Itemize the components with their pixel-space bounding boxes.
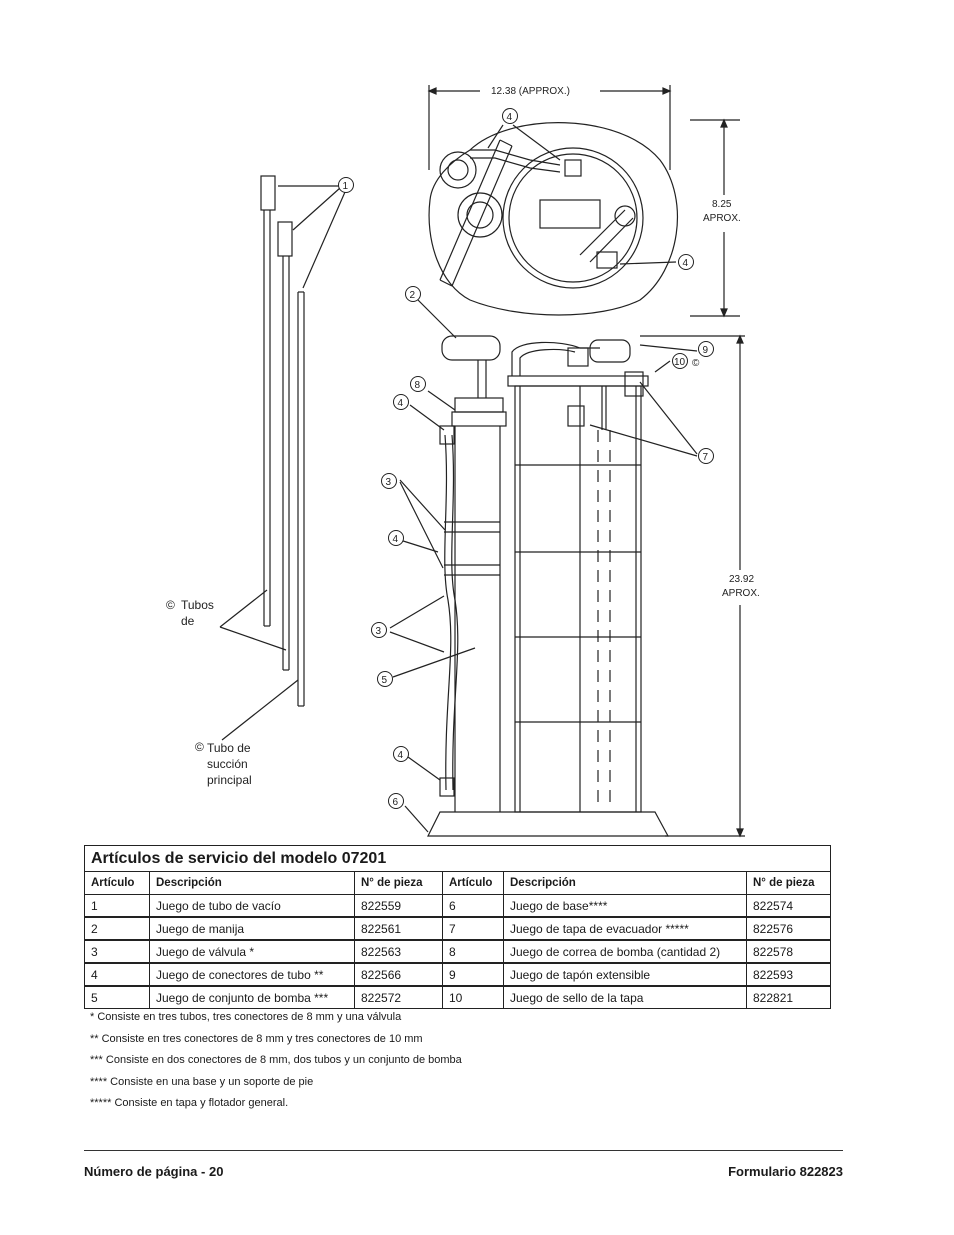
table-cell: 4 [84,962,150,987]
callout-4: 4 [507,112,513,123]
top-view [417,85,740,339]
side-view [389,334,745,838]
callout-10: 10 [674,357,686,368]
callout-2: 2 [410,290,416,301]
callout-9: 9 [703,345,709,356]
header-part-number: N° de pieza [354,871,443,895]
depth-unit: APROX. [703,213,741,224]
footnote: **** Consiste en una base y un soporte d… [90,1075,314,1088]
width-dimension: 12.38 (APPROX.) [491,86,570,97]
callout-4: 4 [393,534,399,545]
callout-4: 4 [398,750,404,761]
table-row: 4 Juego de conectores de tubo ** 822566 … [84,962,831,987]
table-cell: Juego de conectores de tubo ** [149,962,355,987]
table-cell: 822574 [746,894,831,918]
table-cell: Juego de válvula * [149,939,355,964]
footnote: *** Consiste en dos conectores de 8 mm, … [90,1054,462,1067]
footer-divider [84,1150,843,1151]
copyright-mark: © [692,358,700,369]
callout-7: 7 [703,452,709,463]
table-cell: Juego de base**** [503,894,747,918]
callout-3: 3 [376,626,382,637]
table-cell: 2 [84,916,150,941]
table-cell: 7 [442,916,504,941]
table-cell: 822561 [354,916,443,941]
loose-tubes [219,175,346,741]
parts-diagram: 12.38 (APPROX.) 8.25 APROX. 23.92 APROX.… [166,85,760,838]
suction-label-2: succión [207,757,248,771]
table-cell: 9 [442,962,504,987]
table-cell: 822821 [746,985,831,1009]
header-description: Descripción [149,871,355,895]
table-cell: 1 [84,894,150,918]
header-description: Descripción [503,871,747,895]
depth-value: 8.25 [712,199,732,210]
table-cell: 822559 [354,894,443,918]
callout-8: 8 [415,380,421,391]
table-cell: 6 [442,894,504,918]
table-cell: 822563 [354,939,443,964]
suction-label-3: principal [207,773,252,787]
table-cell: 10 [442,985,504,1009]
table-cell: 822576 [746,916,831,941]
table-cell: Juego de manija [149,916,355,941]
tubes-label-2: de [181,614,195,628]
table-cell: Juego de tubo de vacío [149,894,355,918]
suction-label-1: Tubo de [207,741,251,755]
table-row: 3 Juego de válvula * 822563 8 Juego de c… [84,939,831,964]
service-parts-table: Artículos de servicio del modelo 07201 A… [84,845,831,1009]
callout-circles [338,108,714,809]
callout-3: 3 [386,477,392,488]
form-number: Formulario 822823 [728,1164,843,1179]
table-cell: 822593 [746,962,831,987]
table-row: 1 Juego de tubo de vacío 822559 6 Juego … [84,894,831,918]
table-cell: Juego de tapa de evacuador ***** [503,916,747,941]
table-cell: Juego de sello de la tapa [503,985,747,1009]
callout-1: 1 [343,181,349,192]
table-cell: 8 [442,939,504,964]
table-row: 2 Juego de manija 822561 7 Juego de tapa… [84,916,831,941]
tubes-label-1: Tubos [181,598,214,612]
table-cell: 822578 [746,939,831,964]
table-cell: 822572 [354,985,443,1009]
table-title: Artículos de servicio del modelo 07201 [84,845,831,872]
header-item: Artículo [84,871,150,895]
callout-4: 4 [398,398,404,409]
footnote: ***** Consiste en tapa y flotador genera… [90,1097,289,1110]
table-cell: Juego de conjunto de bomba *** [149,985,355,1009]
table-cell: 5 [84,985,150,1009]
copyright-mark: © [195,740,204,754]
table-cell: 3 [84,939,150,964]
callout-6: 6 [393,797,399,808]
table-cell: Juego de correa de bomba (cantidad 2) [503,939,747,964]
footnote: ** Consiste en tres conectores de 8 mm y… [90,1032,423,1045]
callout-5: 5 [382,675,388,686]
copyright-mark: © [166,598,175,612]
callout-4: 4 [683,258,689,269]
page-number: Número de página - 20 [84,1164,224,1179]
header-part-number: N° de pieza [746,871,831,895]
height-unit: APROX. [722,588,760,599]
table-cell: 822566 [354,962,443,987]
height-value: 23.92 [729,574,754,585]
header-item: Artículo [442,871,504,895]
footnotes: * Consiste en tres tubos, tres conectore… [90,1007,462,1115]
footnote: * Consiste en tres tubos, tres conectore… [90,1011,402,1023]
table-row: 5 Juego de conjunto de bomba *** 822572 … [84,985,831,1009]
table-cell: Juego de tapón extensible [503,962,747,987]
